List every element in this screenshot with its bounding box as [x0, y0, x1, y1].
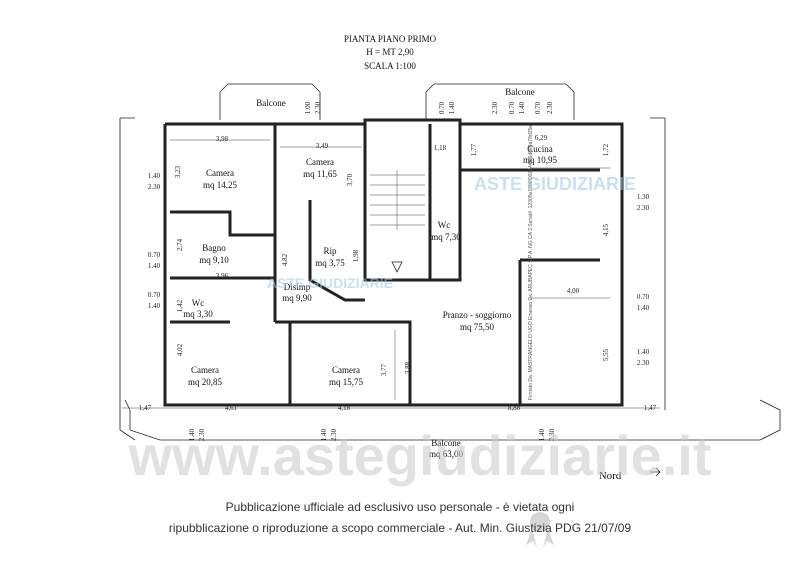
room-name: Camera — [306, 157, 334, 167]
plan-scale: SCALA 1:100 — [364, 61, 416, 71]
staircase — [370, 170, 425, 273]
window-dimension: 1.40 — [518, 101, 526, 114]
room-name: Cucina — [527, 144, 553, 154]
window-dimension: 2.30 — [491, 101, 499, 114]
room-name: Bagno — [202, 243, 226, 253]
window-dimension: 1.40 — [148, 262, 161, 270]
room-area: mq 7,30 — [431, 232, 461, 242]
dimension-value: 4,82 — [281, 253, 289, 266]
window-dimension: 0.70 — [534, 101, 542, 114]
room-area: mq 20,85 — [188, 377, 223, 387]
room-area: mq 3,30 — [183, 309, 213, 319]
window-dimension: 0.70 — [148, 251, 161, 259]
dimension-value: 8,88 — [508, 404, 521, 412]
legal-notice-line-2: ripubblicazione o riproduzione a scopo c… — [168, 521, 632, 535]
window-dimension: 0.70 — [508, 101, 516, 114]
watermark-brand: ASTE GIUDIZIARIE — [474, 174, 636, 194]
window-dimension: 2.30 — [198, 428, 206, 441]
dimension-value: 3,98 — [216, 135, 229, 143]
window-dimension: 1.30 — [637, 193, 650, 201]
dimension-value: 4,61 — [225, 404, 238, 412]
window-dimension: 1.40 — [320, 428, 328, 441]
window-dimension: 1.40 — [637, 348, 650, 356]
dimension-value: 3,88 — [404, 361, 412, 374]
balcone-label: Balcone — [256, 98, 286, 108]
dimension-value: 4,15 — [602, 223, 610, 236]
dimension-value: 1,72 — [602, 143, 610, 156]
room-area: mq 9,90 — [282, 293, 312, 303]
window-dimension: 1.40 — [188, 428, 196, 441]
window-dimension: 2.30 — [637, 204, 650, 212]
dimension-value: 2,74 — [176, 238, 184, 251]
signature-stamp: Firmato Da: MASTRANGELO UGO Emesso Da: A… — [528, 125, 534, 400]
dimension-lines — [122, 139, 660, 409]
north-arrow-icon — [650, 467, 661, 477]
dimension-value: 6,29 — [535, 134, 548, 142]
dimension-value: 3,96 — [216, 272, 229, 280]
interior-walls — [170, 124, 600, 405]
window-dimension: 1.40 — [538, 428, 546, 441]
window-dimension: 1.40 — [148, 172, 161, 180]
watermark-brand: ASTE GIUDIZIARIE — [267, 275, 393, 291]
dimension-value: 1,42 — [176, 299, 184, 312]
dimension-value: 3,77 — [380, 363, 388, 376]
dimension-value: 4,02 — [176, 343, 184, 356]
room-area: mq 75,50 — [460, 322, 495, 332]
window-dimension: 1.40 — [637, 304, 650, 312]
room-area: mq 11,65 — [303, 169, 337, 179]
seal-icon — [526, 512, 554, 548]
window-dimension: 2.30 — [148, 183, 161, 191]
north-label: Nord — [599, 470, 622, 482]
dimension-value: 1,98 — [352, 249, 360, 262]
room-area: mq 9,10 — [199, 255, 229, 265]
dimension-value: 4,00 — [567, 287, 580, 295]
room-area: mq 3,75 — [315, 258, 345, 268]
window-dimension: 1.40 — [448, 101, 456, 114]
dimension-value: 1,47 — [644, 404, 657, 412]
dimension-value: 4,18 — [338, 404, 351, 412]
dimension-value: 5,55 — [602, 348, 610, 361]
window-dimension: 0.70 — [637, 293, 650, 301]
room-name: Rip — [323, 246, 337, 256]
right-outer-frame — [650, 117, 666, 410]
dimension-value: 1,18 — [434, 144, 447, 152]
room-area: mq 63,00 — [429, 449, 464, 459]
dimension-value: 3,70 — [346, 173, 354, 186]
room-name: Disimp — [284, 282, 311, 292]
left-outer-frame — [119, 117, 136, 441]
window-dimension: 1.00 — [304, 101, 312, 114]
room-name: Camera — [332, 365, 360, 375]
dimension-value: 3,49 — [316, 142, 329, 150]
window-dimension: 2.30 — [314, 101, 322, 114]
dimension-value: 3,23 — [174, 165, 182, 178]
room-name: Camera — [191, 365, 219, 375]
window-dimension: 2.30 — [330, 428, 338, 441]
plan-title: PIANTA PIANO PRIMO — [344, 34, 437, 44]
room-name: Wc — [438, 220, 451, 230]
plan-height: H = MT 2,90 — [366, 47, 414, 57]
room-name: Wc — [192, 298, 205, 308]
balcone-label: Balcone — [505, 87, 535, 97]
top-right-balcony-outline — [425, 83, 575, 120]
room-name: Balcone — [431, 438, 461, 448]
watermark-site: www.astegiudiziarie.it — [128, 424, 712, 487]
window-dimension: 0.70 — [148, 291, 161, 299]
window-dimension: 2.30 — [548, 428, 556, 441]
room-area: mq 10,95 — [523, 155, 558, 165]
dimension-value: 1,47 — [139, 404, 152, 412]
window-dimension: 0.70 — [438, 101, 446, 114]
bottom-terrace-outline — [124, 399, 781, 441]
room-area: mq 15,75 — [329, 377, 364, 387]
room-name: Camera — [206, 168, 234, 178]
window-dimension: 2.30 — [637, 359, 650, 367]
dimension-value: 1,77 — [470, 143, 478, 156]
legal-notice-line-1: Pubblicazione ufficiale ad esclusivo uso… — [225, 500, 575, 514]
window-dimension: 2.30 — [546, 101, 554, 114]
room-area: mq 14,25 — [203, 180, 238, 190]
room-name: Pranzo - soggiorno — [443, 310, 512, 320]
window-dimension: 1.40 — [148, 302, 161, 310]
top-left-balcony-outline — [219, 83, 321, 120]
